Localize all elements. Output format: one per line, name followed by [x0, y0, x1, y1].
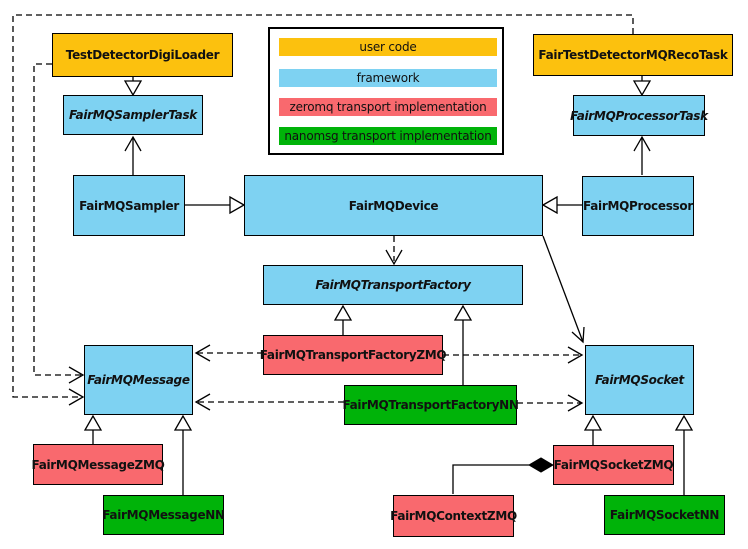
- legend: user code framework zeromq transport imp…: [268, 27, 504, 155]
- edge-socketnn-inherits-socket: [674, 414, 694, 495]
- node-label: FairMQSocket: [595, 373, 684, 387]
- node-label: FairMQSocketZMQ: [553, 458, 674, 472]
- edge-socketzmq-composes-contextzmq: [452, 457, 554, 494]
- node-fairtestdetectormqrecotask: FairTestDetectorMQRecoTask: [533, 34, 733, 76]
- node-label: FairMQTransportFactoryZMQ: [259, 348, 447, 362]
- node-fairmqcontextzmq: FairMQContextZMQ: [390, 495, 517, 537]
- node-fairmqsampler: FairMQSampler: [73, 175, 185, 236]
- node-fairmqtransportfactorynn: FairMQTransportFactoryNN: [342, 385, 519, 425]
- legend-label: zeromq transport implementation: [289, 100, 487, 114]
- legend-swatch-user-code: user code: [279, 38, 497, 56]
- node-label: FairMQMessageNN: [102, 508, 225, 522]
- legend-swatch-nanomsg: nanomsg transport implementation: [279, 127, 497, 145]
- node-fairmqtransportfactory: FairMQTransportFactory: [263, 265, 523, 305]
- edge-processor-uses-processortask: [633, 135, 651, 175]
- node-fairmqmessage: FairMQMessage: [84, 345, 193, 415]
- node-label: TestDetectorDigiLoader: [65, 48, 220, 62]
- node-fairmqmessagenn: FairMQMessageNN: [102, 495, 225, 535]
- edge-factorynn-creates-socket: [517, 394, 584, 412]
- node-label: FairMQSocketNN: [609, 508, 720, 522]
- edge-sampler-inherits-device: [185, 195, 246, 215]
- edge-factorynn-creates-message: [194, 393, 344, 411]
- edge-recotask-inherits-processortask: [632, 76, 652, 97]
- node-fairmqdevice: FairMQDevice: [244, 175, 543, 236]
- edge-sampler-uses-samplertask: [124, 135, 142, 175]
- edge-factorynn-inherits-factory: [453, 304, 473, 385]
- node-label: FairMQContextZMQ: [390, 509, 517, 523]
- node-fairmqtransportfactoryzmq: FairMQTransportFactoryZMQ: [260, 335, 447, 375]
- node-label: FairMQProcessor: [583, 199, 693, 213]
- edge-factoryzmq-creates-message: [194, 344, 263, 362]
- node-label: FairMQMessage: [87, 373, 190, 387]
- edge-socketzmq-inherits-socket: [583, 414, 603, 445]
- node-label: FairMQDevice: [348, 198, 439, 213]
- edge-device-depends-factory: [385, 236, 403, 266]
- legend-swatch-zeromq: zeromq transport implementation: [279, 98, 497, 116]
- edge-messagezmq-inherits-message: [83, 414, 103, 444]
- node-label: FairMQSampler: [79, 198, 179, 213]
- node-testdetectordigiloader: TestDetectorDigiLoader: [52, 33, 233, 77]
- node-fairmqsocket: FairMQSocket: [585, 345, 694, 415]
- node-label: FairMQProcessorTask: [570, 108, 708, 123]
- edge-recotask-depends-message: [12, 14, 634, 406]
- legend-label: framework: [356, 71, 420, 85]
- node-fairmqmessagezmq: FairMQMessageZMQ: [31, 444, 165, 485]
- node-label: FairMQSamplerTask: [69, 108, 197, 122]
- node-label: FairMQTransportFactoryNN: [342, 398, 519, 412]
- node-label: FairMQTransportFactory: [315, 278, 471, 292]
- edge-digiloader-depends-message: [33, 63, 85, 384]
- edge-processor-inherits-device: [541, 195, 582, 215]
- legend-swatch-framework: framework: [279, 69, 497, 87]
- edge-messagenn-inherits-message: [173, 414, 193, 495]
- node-fairmqprocessor: FairMQProcessor: [582, 176, 694, 236]
- edge-factoryzmq-creates-socket: [443, 346, 584, 364]
- node-fairmqsocketzmq: FairMQSocketZMQ: [553, 445, 674, 485]
- legend-label: nanomsg transport implementation: [284, 129, 492, 143]
- node-label: FairMQMessageZMQ: [31, 457, 165, 472]
- node-fairmqsocketnn: FairMQSocketNN: [604, 495, 725, 535]
- node-fairmqsamplertask: FairMQSamplerTask: [63, 95, 203, 135]
- node-fairmqprocessortask: FairMQProcessorTask: [570, 95, 708, 136]
- legend-label: user code: [359, 40, 417, 54]
- edge-device-uses-socket: [542, 235, 585, 344]
- node-label: FairTestDetectorMQRecoTask: [538, 48, 728, 62]
- edge-factoryzmq-inherits-factory: [333, 304, 353, 335]
- edge-digiloader-inherits-samplertask: [123, 77, 143, 97]
